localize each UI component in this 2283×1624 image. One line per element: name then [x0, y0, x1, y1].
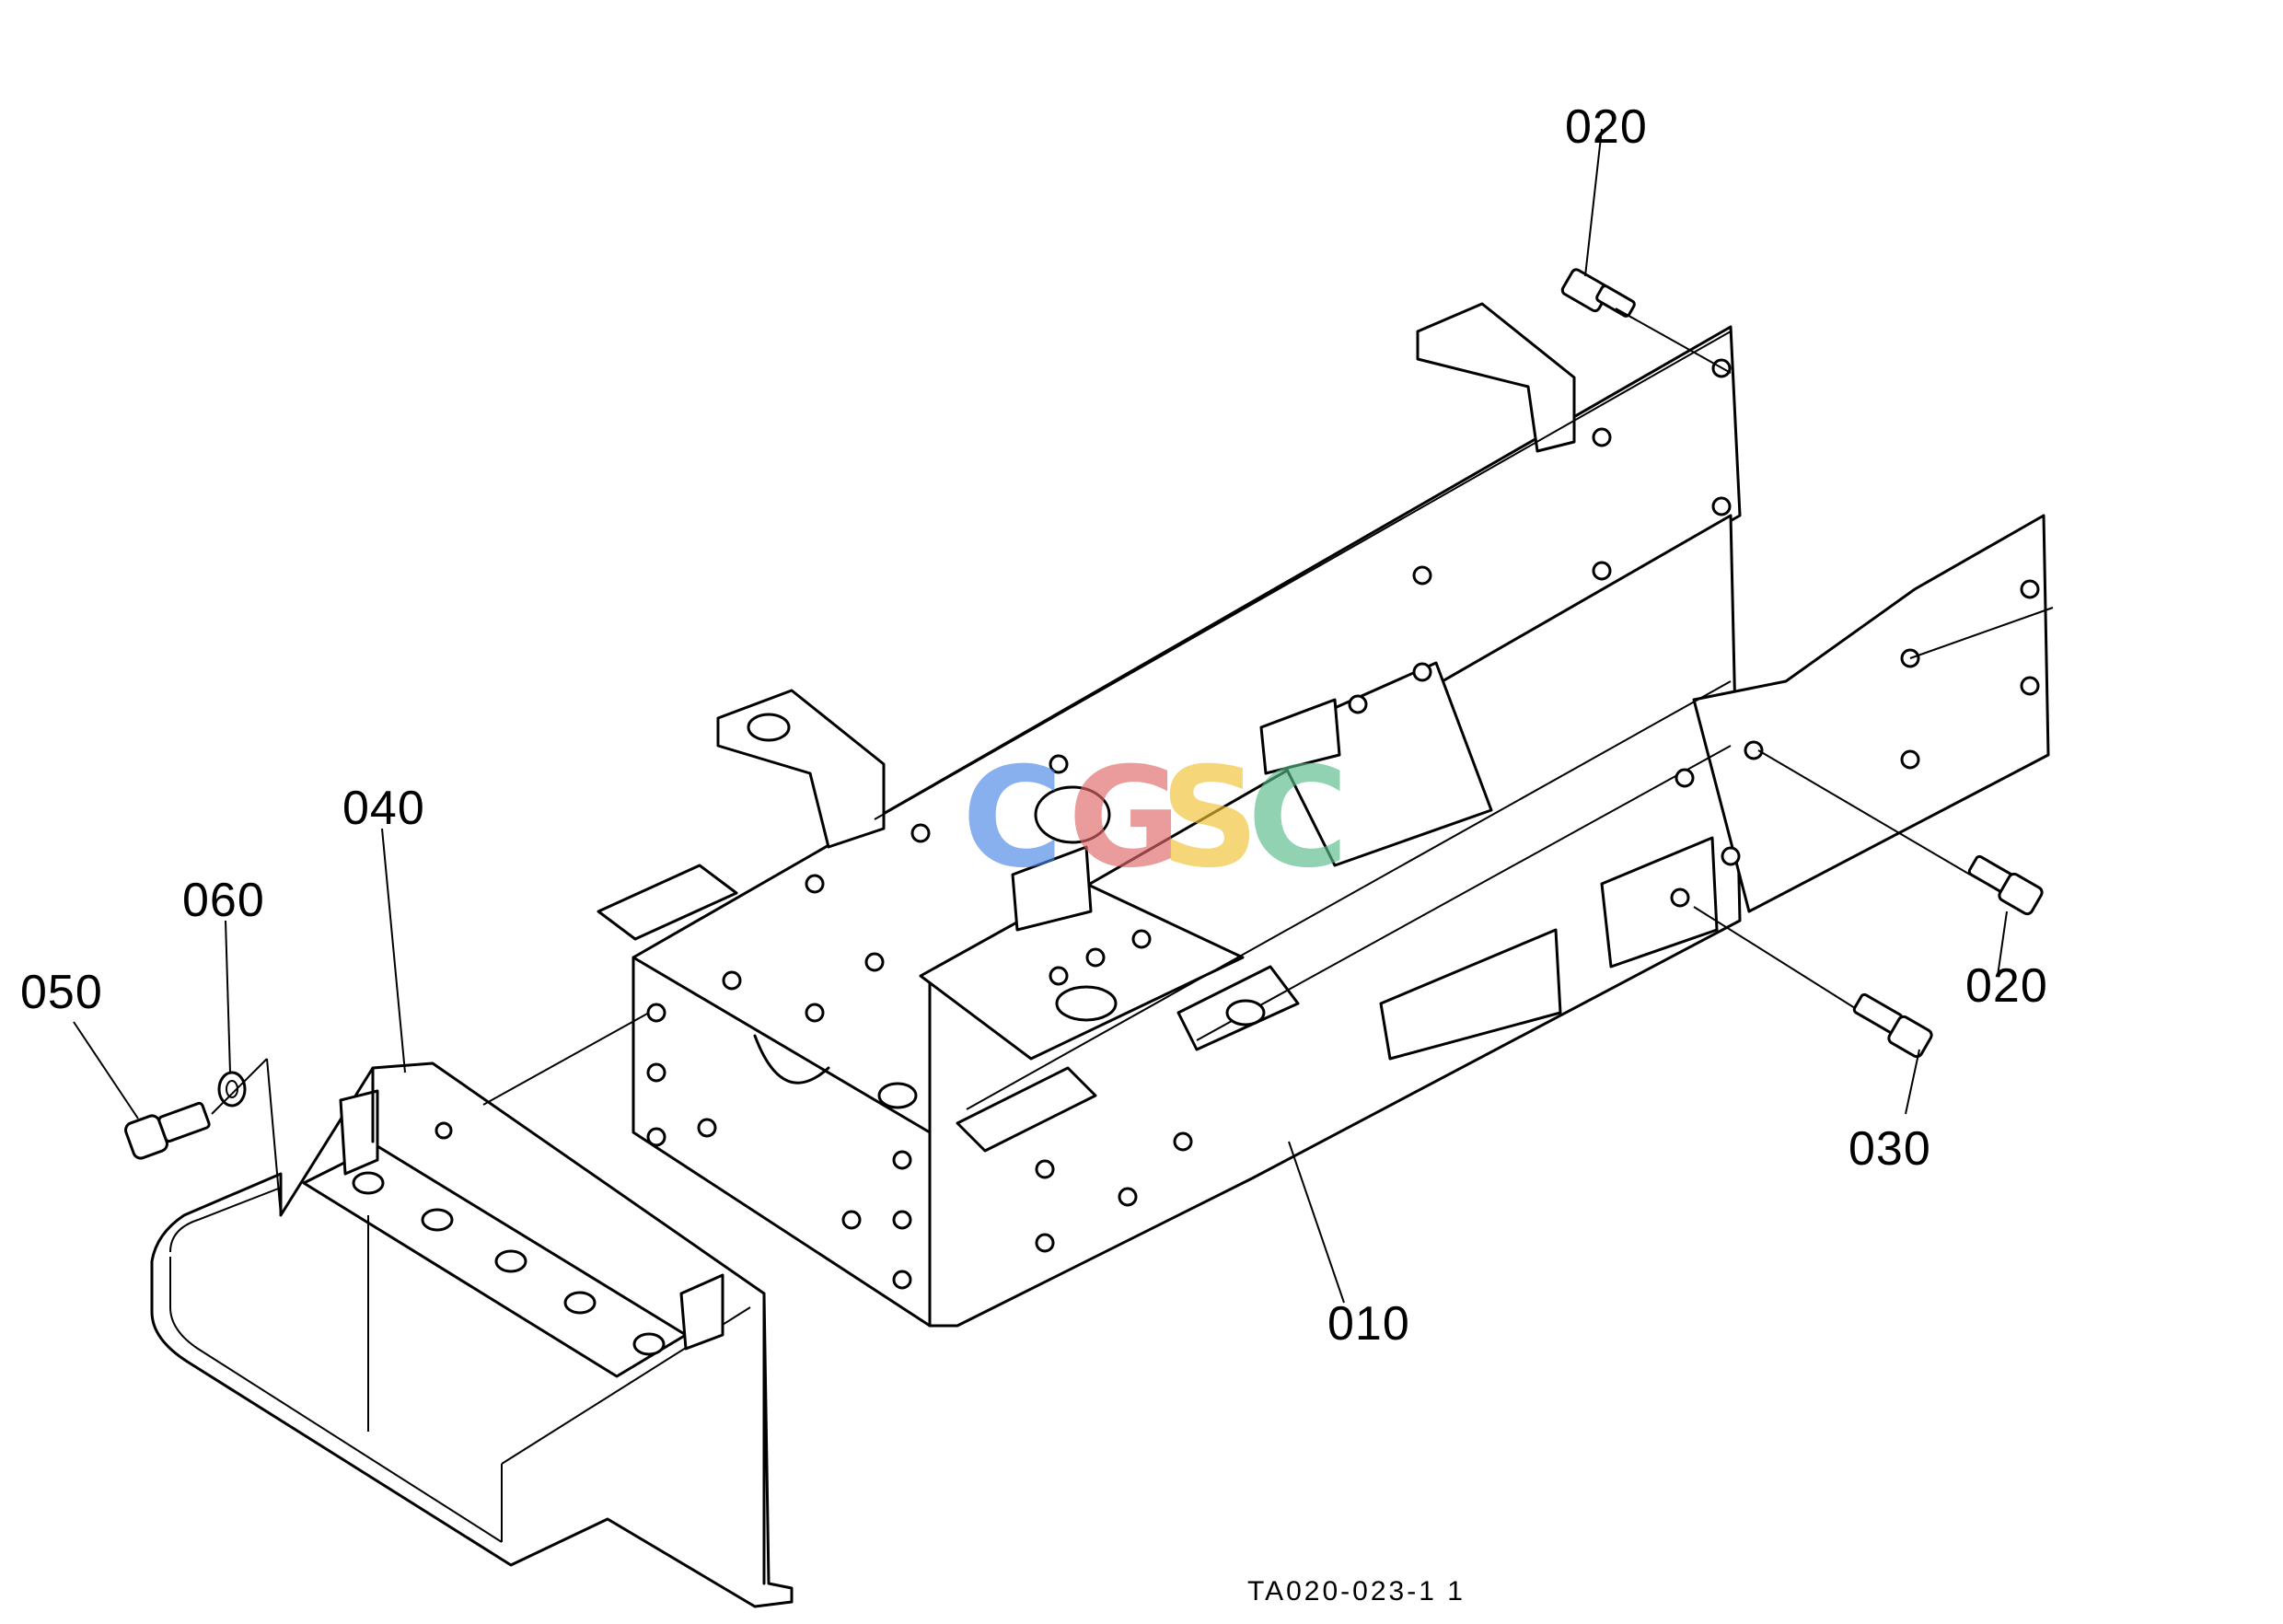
- watermark-logo: C G S C: [962, 738, 1349, 899]
- label-030: 030: [1848, 1122, 1931, 1176]
- drawing-code: TA020-023-1 1: [1247, 1576, 1466, 1607]
- label-040: 040: [342, 782, 425, 835]
- bolt-030: [1852, 992, 1933, 1059]
- label-010: 010: [1327, 1297, 1410, 1351]
- label-050: 050: [20, 966, 103, 1019]
- washer-060: [217, 1071, 247, 1108]
- step-040: [150, 1061, 794, 1608]
- watermark-letter-c2: C: [1247, 738, 1349, 899]
- bolt-020-right: [1967, 854, 2044, 916]
- watermark-letter-c1: C: [962, 738, 1063, 899]
- bolt-020-top: [1560, 268, 1636, 318]
- watermark-letter-g: G: [1068, 738, 1181, 899]
- main-frame-010: [597, 302, 2050, 1328]
- assembly-lines: [73, 128, 2054, 1304]
- label-060: 060: [182, 874, 265, 927]
- label-020-top: 020: [1565, 100, 1648, 154]
- bolt-050: [124, 1101, 211, 1160]
- label-020-right: 020: [1965, 959, 2048, 1013]
- watermark-letter-s: S: [1160, 738, 1259, 899]
